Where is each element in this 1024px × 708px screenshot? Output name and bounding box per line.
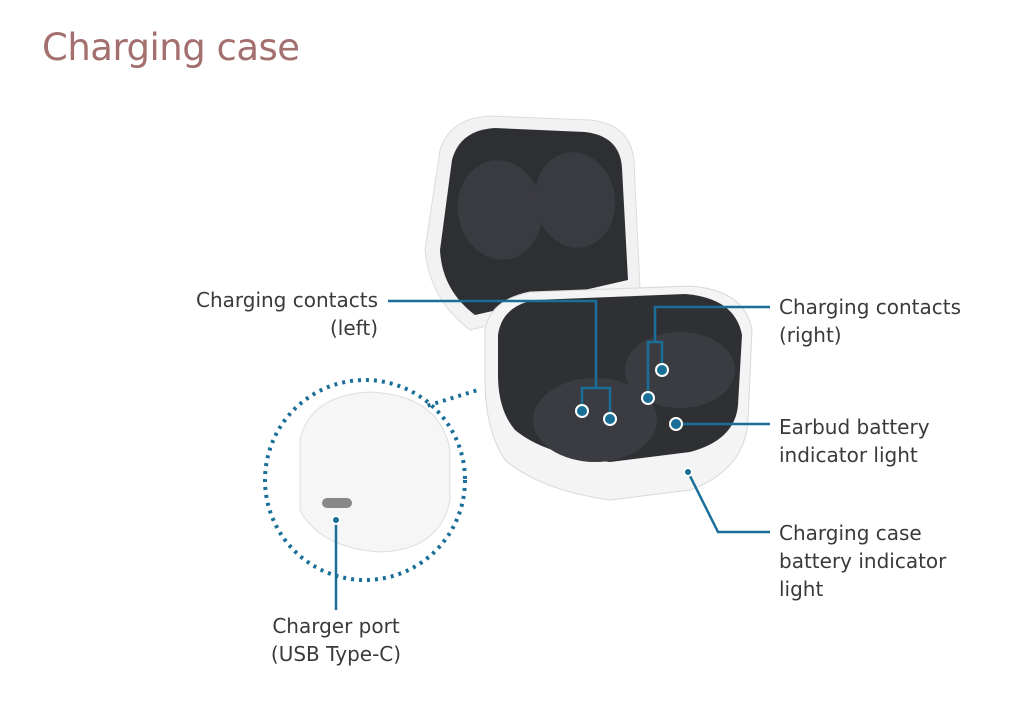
label-charger-port: Charger port (USB Type-C) bbox=[236, 612, 436, 668]
label-line: Earbud battery bbox=[779, 415, 930, 439]
label-line: Charging case bbox=[779, 521, 922, 545]
case-lid bbox=[424, 115, 641, 331]
callout-dots bbox=[331, 363, 693, 525]
label-charging-contacts-right: Charging contacts (right) bbox=[779, 293, 961, 349]
port-magnifier bbox=[263, 378, 479, 582]
case-base bbox=[484, 285, 753, 501]
label-line: indicator light bbox=[779, 443, 918, 467]
label-line: (left) bbox=[330, 316, 378, 340]
label-line: battery indicator bbox=[779, 549, 947, 573]
label-line: Charging contacts bbox=[195, 288, 378, 312]
label-case-battery-light: Charging case battery indicator light bbox=[779, 519, 946, 603]
label-earbud-battery-light: Earbud battery indicator light bbox=[779, 413, 930, 469]
callout-lines bbox=[334, 299, 770, 610]
usb-c-port bbox=[322, 498, 352, 508]
label-line: (right) bbox=[779, 323, 842, 347]
label-line: (USB Type-C) bbox=[270, 642, 402, 666]
label-line: Charging contacts bbox=[779, 295, 962, 319]
label-line: light bbox=[779, 577, 824, 601]
label-line: Charger port bbox=[272, 614, 400, 638]
page-title: Charging case bbox=[42, 26, 300, 69]
label-charging-contacts-left: Charging contacts (left) bbox=[196, 286, 378, 342]
